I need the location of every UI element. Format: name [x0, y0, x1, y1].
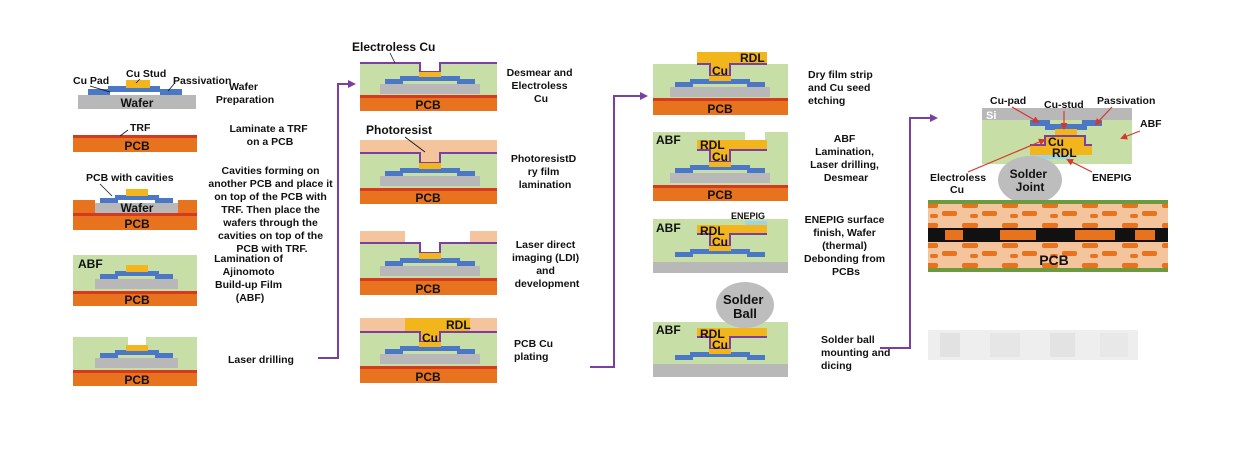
caption-col1-step1: Wafer Preparation	[216, 81, 274, 106]
trf-layer	[73, 213, 197, 216]
label-enepig: ENEPIG	[731, 211, 765, 221]
col1-step2: TRF PCB Laminate a TRF on a PCB	[73, 122, 310, 153]
label-abf: ABF	[656, 221, 681, 235]
label-pcb: PCB	[124, 217, 150, 231]
flow-arrow-1	[318, 80, 356, 359]
caption-col1-step5: Laser drilling	[228, 354, 294, 366]
col3-step2: ABF RDL Cu PCB ABF Lamination, Laser dri…	[653, 132, 882, 202]
col1-step3: PCB with cavities Wafer PCB Cavities for…	[73, 165, 335, 255]
label-cu: Cu	[712, 64, 728, 78]
label-abf: ABF	[656, 323, 681, 337]
label-pcb: PCB	[707, 102, 733, 116]
label-pcb: PCB	[124, 139, 150, 153]
label-cu-stud: Cu Stud	[126, 68, 166, 80]
col3-step3: ENEPIG ABF RDL Cu ENEPIG surface finish,…	[653, 211, 888, 278]
label-rdl: RDL	[446, 318, 471, 332]
label-rdl: RDL	[700, 138, 725, 152]
label-cu: Cu	[712, 235, 728, 249]
label-rdl: RDL	[1052, 146, 1077, 160]
caption-col3-step1: Dry film strip and Cu seed etching	[808, 69, 876, 107]
caption-col2-step2: PhotoresistD ry film lamination	[511, 153, 579, 191]
trf-layer	[73, 135, 197, 138]
label-photoresist: Photoresist	[366, 123, 432, 137]
col3-step4: Solder Ball ABF RDL Cu Solder ball mount…	[653, 282, 893, 377]
label-enepig: ENEPIG	[1092, 172, 1132, 184]
cavity-pcb-left	[73, 200, 95, 213]
blurred-region	[928, 330, 1138, 360]
label-trf: TRF	[130, 122, 151, 134]
label-pcb: PCB	[415, 370, 441, 384]
label-cu-pad: Cu Pad	[73, 75, 109, 87]
col2-step4: RDL Cu PCB PCB Cu plating	[360, 318, 556, 384]
label-electroless-cu: Electroless Cu	[352, 40, 435, 54]
solder-joint	[998, 156, 1062, 204]
label-cu: Cu	[712, 338, 728, 352]
pcb-layer	[73, 216, 197, 230]
solder-ball	[716, 282, 774, 328]
col1-step5: PCB Laser drilling	[73, 337, 294, 387]
wafer-layer	[78, 95, 196, 109]
caption-col2-step4: PCB Cu plating	[514, 338, 556, 363]
caption-col3-step2: ABF Lamination, Laser drilling, Desmear	[810, 133, 882, 184]
label-pcb: PCB	[707, 188, 733, 202]
label-cu-pad: Cu-pad	[990, 95, 1026, 107]
label-cu: Cu	[422, 331, 438, 345]
col1-step4: ABF PCB Lamination of Ajinomoto Build-up…	[73, 253, 286, 307]
photoresist-layer	[360, 140, 497, 163]
caption-col1-step4: Lamination of Ajinomoto Build-up Film (A…	[214, 253, 286, 304]
col2-step3: PCB Laser direct imaging (LDI) and devel…	[360, 231, 582, 296]
caption-col1-step2: Laminate a TRF on a PCB	[229, 123, 310, 148]
enepig-finish	[745, 221, 767, 225]
label-pcb: PCB	[1039, 252, 1069, 268]
label-solder-ball: Solder Ball	[723, 292, 767, 321]
col3-step1: RDL Cu PCB Dry film strip and Cu seed et…	[653, 51, 876, 116]
caption-col2-step1: Desmear and Electroless Cu	[507, 67, 576, 105]
caption-col1-step3: Cavities forming on another PCB and plac…	[208, 165, 335, 255]
label-rdl: RDL	[700, 224, 725, 238]
label-cu: Cu	[712, 150, 728, 164]
label-abf: ABF	[78, 257, 103, 271]
label-pcb: PCB	[415, 282, 441, 296]
label-rdl: RDL	[740, 51, 765, 65]
caption-col2-step3: Laser direct imaging (LDI) and developme…	[512, 239, 582, 290]
rdl-plating	[405, 318, 470, 332]
passivation-layer	[108, 86, 160, 92]
final-assembly: Si Cu-pad Cu-stud Passivation ABF Cu RDL…	[928, 95, 1168, 272]
label-abf: ABF	[656, 133, 681, 147]
label-pcb: PCB	[124, 293, 150, 307]
label-rdl: RDL	[700, 327, 725, 341]
pcb-layer	[73, 138, 197, 152]
label-pcb-with-cavities: PCB with cavities	[86, 172, 174, 184]
label-passivation: Passivation	[1097, 95, 1155, 107]
caption-col3-step4: Solder ball mounting and dicing	[821, 334, 893, 372]
label-wafer: Wafer	[121, 201, 154, 215]
label-electroless-cu: Electroless Cu	[930, 172, 989, 196]
label-pcb: PCB	[415, 191, 441, 205]
cu-pad-right	[160, 89, 182, 95]
cu-pad-left	[88, 89, 110, 95]
cu-stud	[126, 80, 150, 88]
label-cu-stud: Cu-stud	[1044, 99, 1084, 111]
label-abf: ABF	[1140, 118, 1162, 130]
label-passivation: Passivation	[173, 75, 231, 87]
label-si: Si	[986, 110, 996, 122]
label-pcb: PCB	[415, 98, 441, 112]
cavity-pcb-right	[178, 200, 197, 213]
label-cu: Cu	[1048, 135, 1064, 149]
label-solder-joint: Solder Joint	[1010, 167, 1051, 194]
col2-step2: Photoresist PCB PhotoresistD ry film lam…	[360, 123, 579, 205]
col1-step1: Cu Pad Cu Stud Passivation Wafer Wafer P…	[73, 68, 274, 110]
label-pcb: PCB	[124, 373, 150, 387]
flow-arrow-3	[880, 114, 938, 349]
caption-col3-step3: ENEPIG surface finish, Wafer (thermal) D…	[804, 214, 888, 278]
wafer-layer	[95, 203, 178, 213]
col2-step1: Electroless Cu PCB Desmear and Electrole…	[352, 40, 576, 112]
label-wafer: Wafer	[121, 96, 154, 110]
flow-arrow-2	[590, 92, 648, 368]
